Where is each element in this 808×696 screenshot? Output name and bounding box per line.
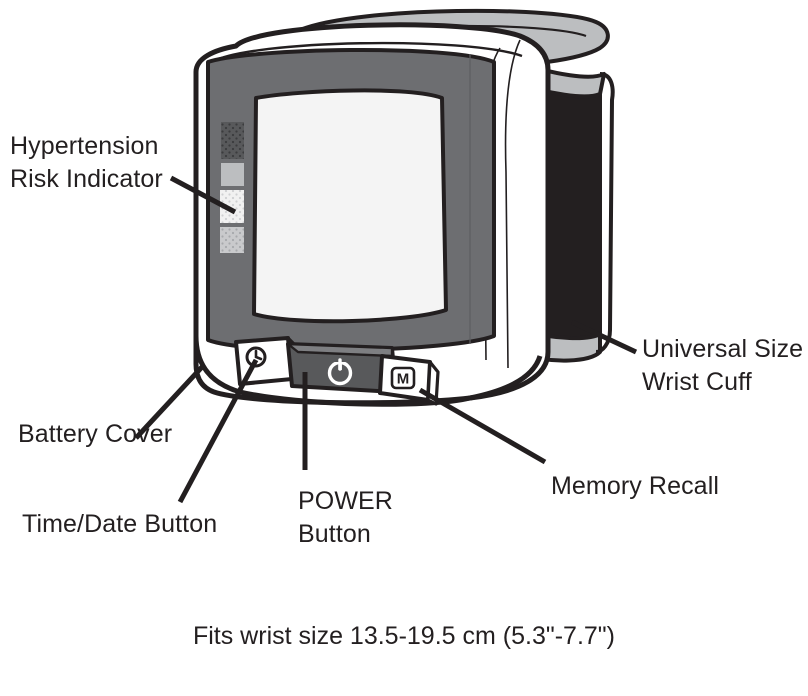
- label-universal-size-wrist-cuff: Universal Size Wrist Cuff: [642, 335, 804, 396]
- hypertension-risk-indicator: [220, 122, 244, 253]
- label-time-date-button: Time/Date Button: [22, 510, 218, 538]
- memory-m-icon: M: [390, 366, 416, 390]
- risk-segment-2: [221, 163, 244, 186]
- power-icon: [327, 357, 353, 386]
- svg-text:M: M: [397, 371, 410, 388]
- leader-battery-cover: [134, 365, 204, 440]
- leader-memory: [418, 387, 547, 465]
- power-button[interactable]: [286, 342, 398, 394]
- label-memory-recall: Memory Recall: [551, 472, 719, 500]
- leader-lines: [134, 175, 638, 504]
- clock-icon: [245, 346, 267, 368]
- leader-time-date: [177, 358, 259, 504]
- risk-segment-4: [220, 227, 244, 253]
- lcd-display: [252, 88, 448, 324]
- leader-hypertension: [169, 175, 237, 215]
- caption-wrist-size: Fits wrist size 13.5-19.5 cm (5.3"-7.7"): [192, 622, 616, 650]
- battery-cover: [193, 335, 543, 407]
- label-hypertension-risk-indicator: Hypertension Risk Indicator: [10, 132, 163, 193]
- label-battery-cover: Battery Cover: [18, 420, 173, 448]
- label-power-button: POWER Button: [298, 487, 393, 548]
- risk-segment-1: [221, 122, 244, 159]
- leader-cuff: [570, 319, 638, 355]
